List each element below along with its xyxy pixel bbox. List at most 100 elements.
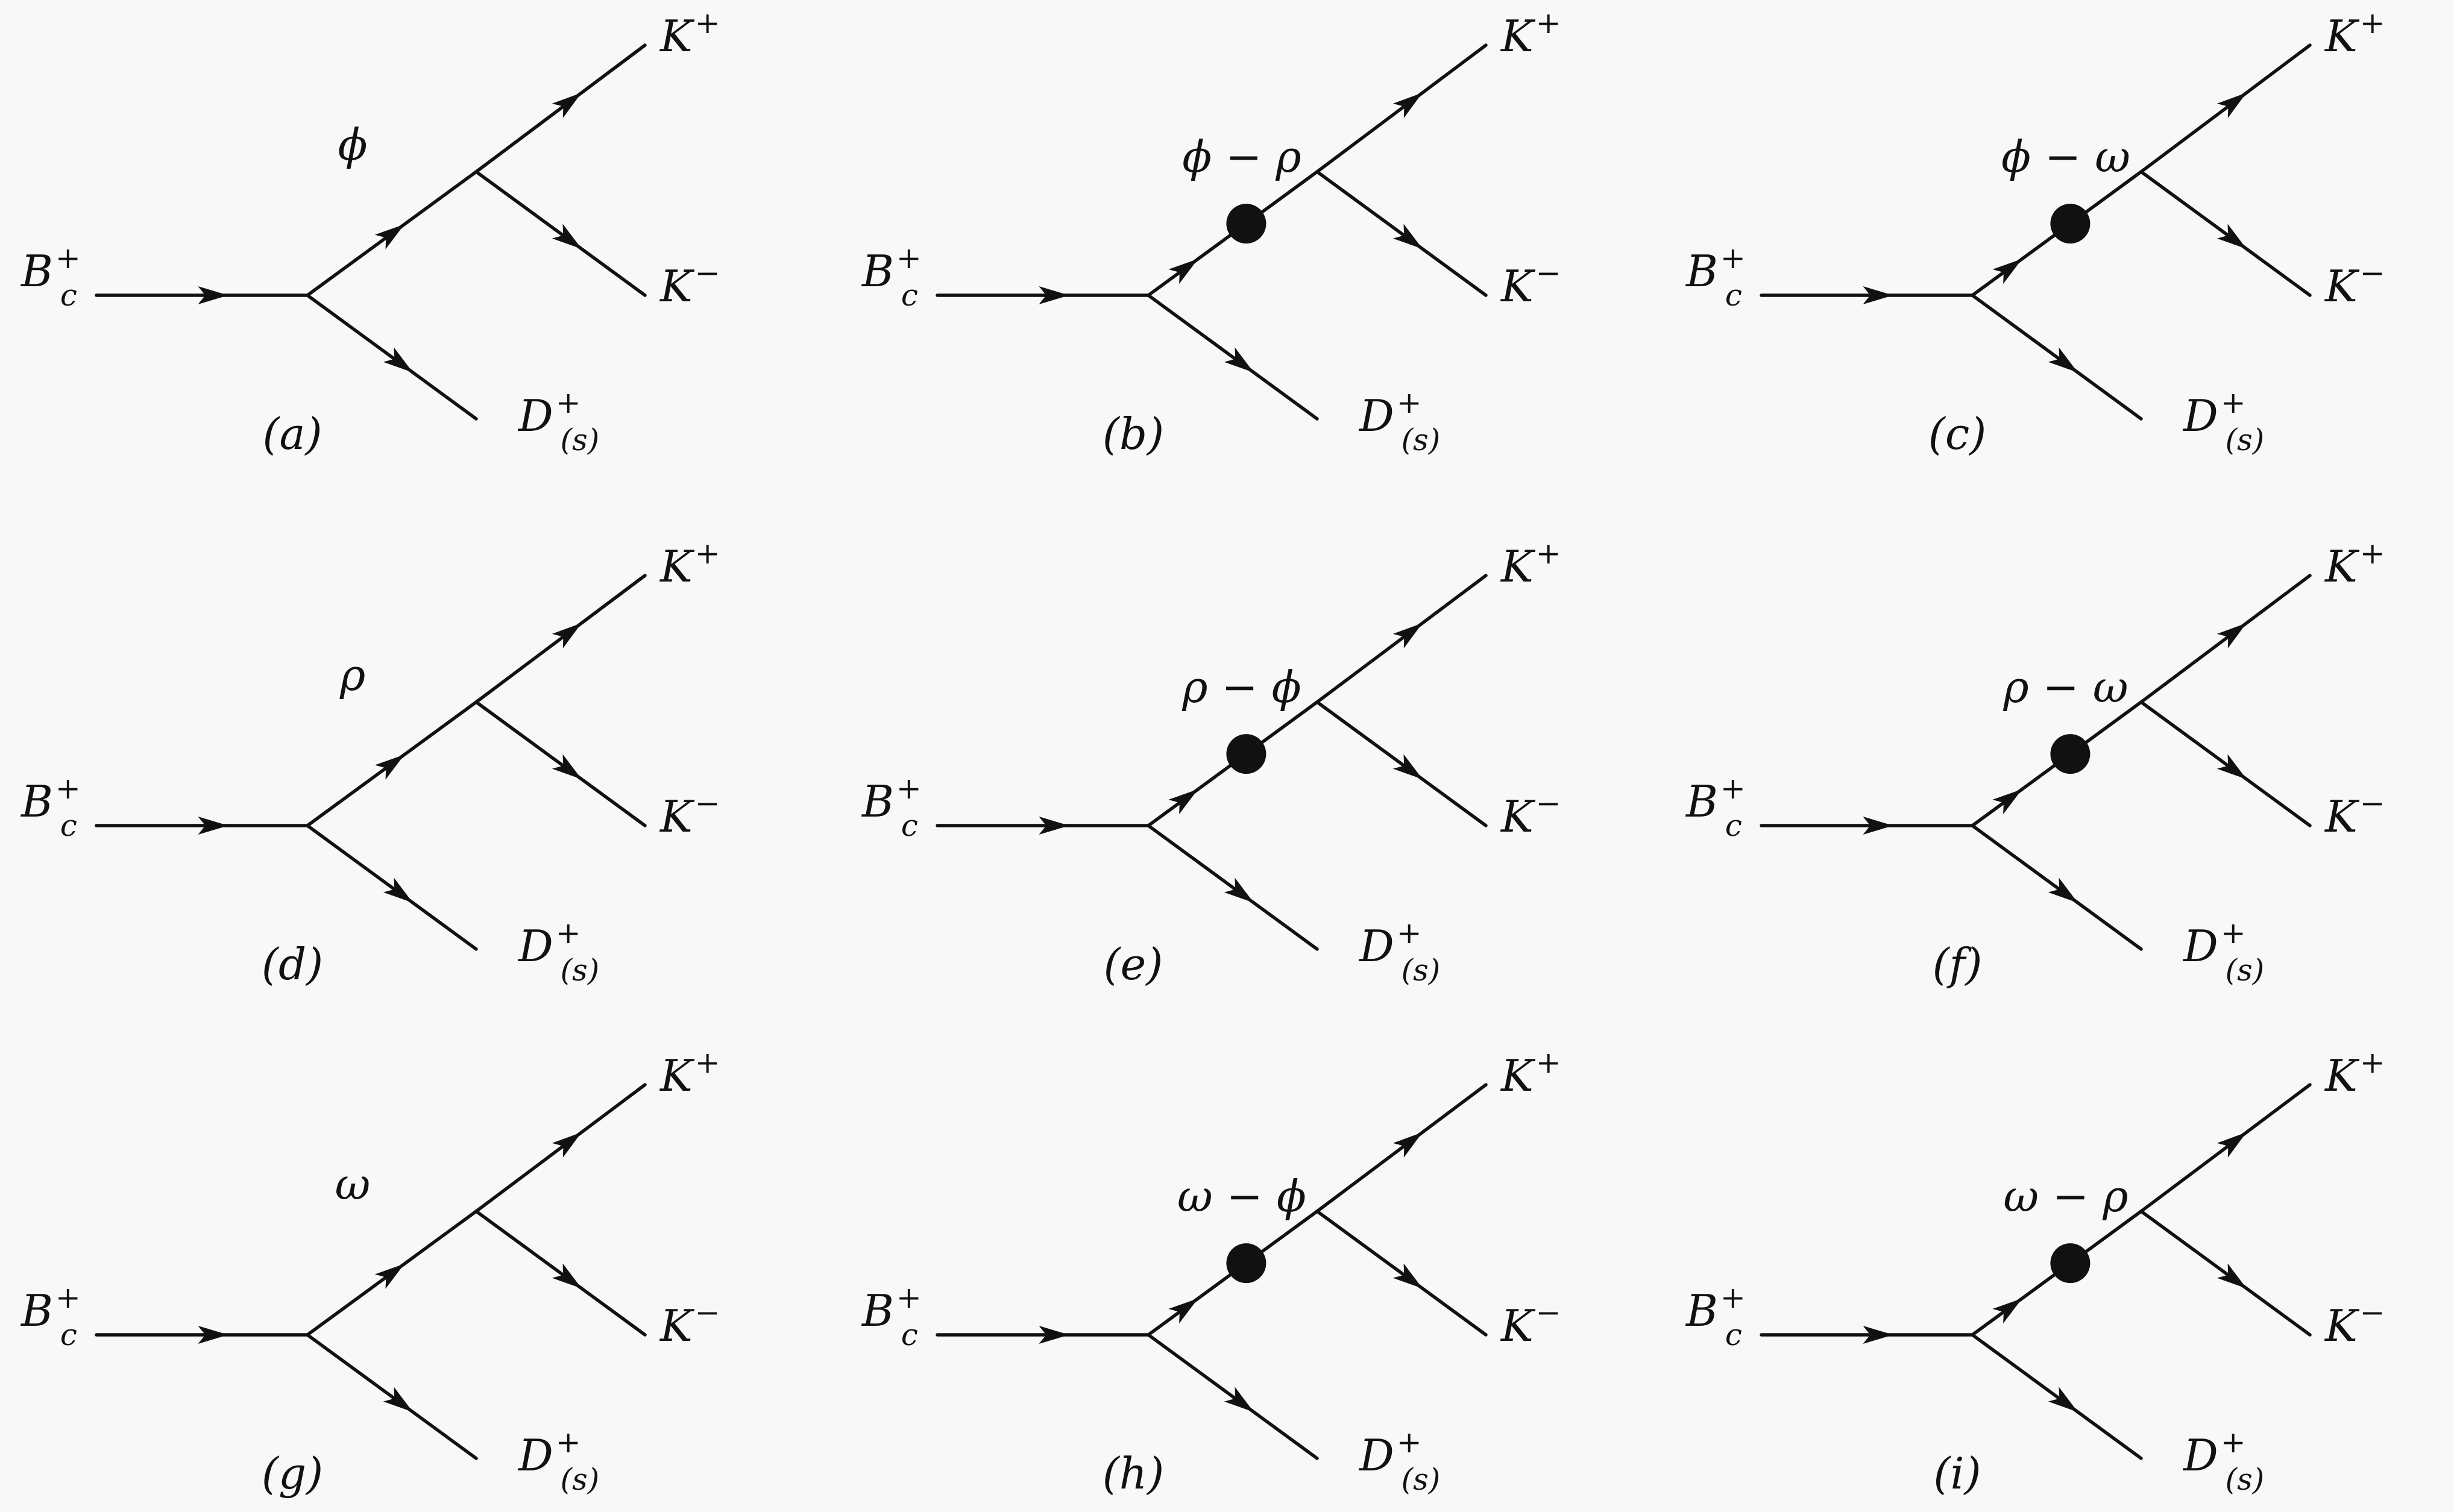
- diagram-h: B+cK+K−D+(s)ω − ϕ(h): [861, 1045, 1561, 1499]
- kplus-line: [474, 1083, 647, 1213]
- kplus-label: K+: [659, 1045, 720, 1101]
- kminus-arrow: [552, 224, 582, 249]
- diagram-e: B+cK+K−D+(s)ρ − ϕ(e): [861, 536, 1561, 990]
- diagram-g: B+cK+K−D+(s)ω(g): [20, 1045, 720, 1499]
- kplus-label: K+: [2324, 1045, 2385, 1101]
- kminus-line: [474, 700, 647, 827]
- d-meson-line: [306, 1333, 478, 1460]
- kminus-label: K−: [2324, 786, 2385, 842]
- d-meson-line: [1971, 1333, 2143, 1460]
- incoming-arrow: [1039, 1326, 1069, 1344]
- propagator-arrow: [1168, 259, 1198, 284]
- mediator-label: ω: [335, 1159, 371, 1209]
- kplus-arrow: [552, 1132, 582, 1158]
- kplus-label: K+: [659, 5, 720, 61]
- kminus-line: [2139, 1209, 2312, 1337]
- incoming-arrow: [198, 286, 228, 304]
- kplus-arrow: [552, 92, 582, 118]
- bc-label: B+c: [861, 771, 922, 843]
- kminus-line: [474, 1209, 647, 1337]
- bc-label: B+c: [1685, 771, 1746, 843]
- kminus-arrow: [552, 754, 582, 780]
- kminus-label: K−: [1500, 786, 1561, 842]
- mediator-label: ϕ − ω: [2001, 131, 2130, 182]
- kplus-label: K+: [2324, 5, 2385, 61]
- d-meson-arrow: [1224, 877, 1254, 903]
- bc-label: B+c: [20, 771, 81, 843]
- caption-label: (f): [1933, 939, 1983, 990]
- kplus-arrow: [1392, 92, 1423, 118]
- d-meson-line: [306, 824, 478, 951]
- kminus-arrow: [1392, 754, 1423, 780]
- kminus-line: [1315, 170, 1488, 297]
- kplus-line: [474, 43, 647, 174]
- kplus-line: [474, 574, 647, 704]
- d-meson-line: [1971, 824, 2143, 951]
- d-meson-line: [1147, 824, 1319, 951]
- d-meson-arrow: [1224, 1387, 1254, 1413]
- d-meson-label: D+(s): [1358, 1425, 1440, 1497]
- propagator-arrow: [1992, 789, 2022, 815]
- d-meson-line: [1971, 293, 2143, 421]
- kminus-arrow: [2216, 754, 2247, 780]
- mediator-label: ρ − ω: [2003, 662, 2128, 712]
- d-meson-arrow: [2048, 347, 2078, 373]
- kminus-label: K−: [659, 1295, 720, 1351]
- kplus-label: K+: [659, 536, 720, 592]
- mixing-blob: [2050, 1243, 2091, 1284]
- propagator-arrow: [374, 754, 404, 780]
- caption-label: (a): [262, 409, 322, 459]
- bc-label: B+c: [861, 1280, 922, 1352]
- caption-label: (b): [1103, 409, 1164, 459]
- mixing-blob: [2050, 204, 2091, 244]
- kminus-label: K−: [2324, 256, 2385, 312]
- kplus-line: [2139, 1083, 2312, 1213]
- bc-label: B+c: [1685, 1280, 1746, 1352]
- kminus-arrow: [552, 1263, 582, 1289]
- mediator-label: ρ − ϕ: [1181, 662, 1301, 712]
- kplus-line: [2139, 43, 2312, 174]
- kminus-line: [2139, 170, 2312, 297]
- kplus-label: K+: [1500, 536, 1561, 592]
- kminus-label: K−: [1500, 1295, 1561, 1351]
- d-meson-label: D+(s): [1358, 915, 1440, 988]
- mediator-label: ω − ρ: [2003, 1171, 2128, 1222]
- mediator-label: ϕ − ρ: [1182, 131, 1301, 182]
- kplus-arrow: [2216, 92, 2247, 118]
- propagator-arrow: [1992, 1298, 2022, 1324]
- bc-label: B+c: [20, 240, 81, 313]
- incoming-arrow: [1039, 817, 1069, 835]
- kplus-label: K+: [2324, 536, 2385, 592]
- kminus-line: [1315, 700, 1488, 827]
- kplus-line: [1315, 1083, 1488, 1213]
- d-meson-line: [306, 293, 478, 421]
- kplus-line: [1315, 43, 1488, 174]
- diagram-d: B+cK+K−D+(s)ρ(d): [20, 536, 720, 990]
- kplus-arrow: [2216, 1132, 2247, 1158]
- kminus-line: [474, 170, 647, 297]
- caption-label: (i): [1933, 1448, 1981, 1499]
- propagator-arrow: [374, 224, 404, 249]
- kplus-line: [2139, 574, 2312, 704]
- d-meson-label: D+(s): [1358, 385, 1440, 457]
- diagram-c: B+cK+K−D+(s)ϕ − ω(c): [1685, 5, 2385, 459]
- propagator-arrow: [374, 1264, 404, 1289]
- kplus-arrow: [1392, 623, 1423, 648]
- caption-label: (h): [1103, 1448, 1165, 1499]
- d-meson-label: D+(s): [517, 915, 599, 988]
- incoming-arrow: [1863, 1326, 1893, 1344]
- kplus-line: [1315, 574, 1488, 704]
- d-meson-label: D+(s): [517, 385, 599, 457]
- d-meson-arrow: [1224, 347, 1254, 373]
- d-meson-arrow: [2048, 1387, 2078, 1413]
- caption-label: (c): [1928, 409, 1987, 459]
- kminus-line: [2139, 700, 2312, 827]
- incoming-arrow: [1863, 286, 1893, 304]
- propagator-arrow: [1168, 1298, 1198, 1324]
- mediator-label: ω − ϕ: [1177, 1171, 1306, 1222]
- caption-label: (g): [262, 1448, 323, 1499]
- diagram-a: B+cK+K−D+(s)ϕ(a): [20, 5, 720, 459]
- kminus-arrow: [2216, 1263, 2247, 1289]
- mediator-label: ϕ: [338, 119, 367, 170]
- kminus-label: K−: [1500, 256, 1561, 312]
